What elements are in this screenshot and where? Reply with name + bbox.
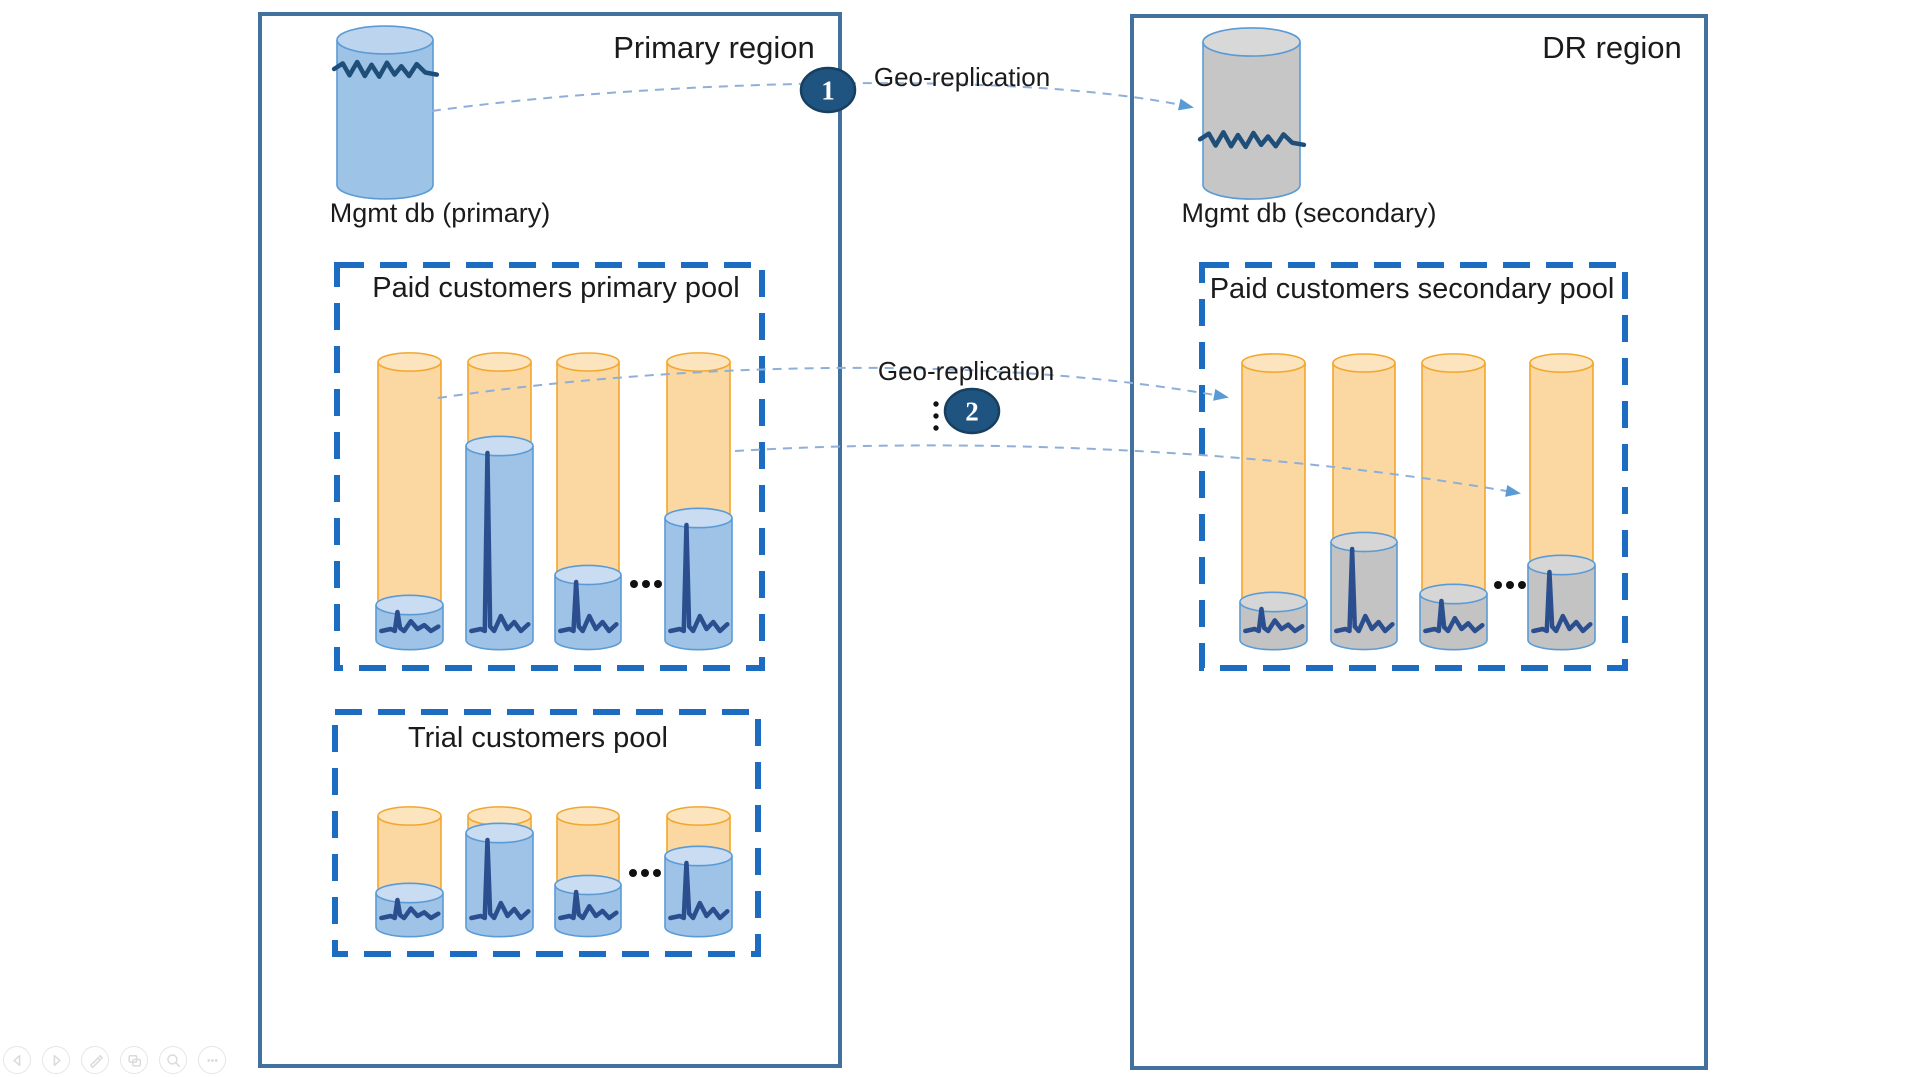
geo-replication-arrow-2a — [437, 366, 1229, 401]
paid-primary-pool-title: Paid customers primary pool — [372, 272, 739, 304]
paid-secondary-pool-ellipsis — [1494, 581, 1502, 589]
paid-secondary-pool-database-3-used-top — [1419, 583, 1488, 605]
trial-pool-database-2-used-top — [465, 822, 534, 844]
vertical-ellipsis-dot — [933, 425, 939, 431]
paid-primary-pool-database-4-used-top — [664, 507, 733, 529]
geo-replication-arrow-2b — [734, 444, 1521, 497]
mgmt-db-primary-label: Mgmt db (primary) — [330, 198, 551, 228]
paid-secondary-pool-database-4-used-body — [1527, 565, 1596, 651]
geo-replication-label-1: Geo-replication — [874, 62, 1050, 92]
paid-primary-pool-database-1-capacity-top — [377, 352, 442, 372]
paid-primary-pool-ellipsis — [642, 580, 650, 588]
primary-region-box — [258, 12, 842, 1068]
trial-pool-database-2-usage-sparkline — [469, 837, 531, 921]
chevron-left-icon — [12, 1054, 20, 1066]
trial-pool-database-3-usage-sparkline — [558, 889, 619, 921]
pen-icon — [89, 1054, 103, 1068]
paid-secondary-pool-database-1-usage-sparkline — [1243, 606, 1305, 634]
dr-region-box — [1130, 14, 1708, 1070]
step-badge-2-number: 2 — [965, 397, 979, 427]
see-all-slides-button[interactable] — [120, 1046, 148, 1074]
next-slide-button[interactable] — [42, 1046, 70, 1074]
vertical-ellipsis-dot — [933, 401, 939, 407]
mgmt-db-primary-wave — [331, 59, 440, 79]
trial-pool-database-3-capacity-top — [556, 806, 620, 826]
paid-secondary-pool-database-2-capacity-top — [1332, 353, 1396, 373]
paid-secondary-pool-ellipsis — [1518, 581, 1526, 589]
paid-primary-pool-database-3-used-body — [554, 575, 622, 651]
paid-primary-pool-ellipsis — [654, 580, 662, 588]
paid-secondary-pool-database-4-usage-sparkline — [1531, 569, 1593, 634]
paid-primary-pool-ellipsis — [630, 580, 638, 588]
mgmt-db-secondary-label: Mgmt db (secondary) — [1181, 198, 1436, 228]
paid-secondary-pool-database-2-used-body — [1330, 542, 1398, 651]
paid-secondary-pool-database-1-capacity-top — [1241, 353, 1306, 373]
trial-pool-ellipsis — [629, 869, 637, 877]
trial-pool-title: Trial customers pool — [408, 722, 668, 754]
paid-secondary-pool-database-3-usage-sparkline — [1423, 598, 1485, 634]
magnifier-icon — [166, 1053, 180, 1067]
pen-tools-button[interactable] — [81, 1046, 109, 1074]
trial-pool-ellipsis — [653, 869, 661, 877]
chevron-right-icon — [53, 1054, 61, 1066]
paid-primary-pool-database-2-usage-sparkline — [469, 450, 531, 634]
slides-grid-icon — [127, 1054, 141, 1067]
trial-pool-database-4-used-top — [664, 845, 733, 867]
trial-pool-ellipsis — [641, 869, 649, 877]
trial-pool-database-4-used-body — [664, 856, 733, 938]
paid-secondary-pool-database-3-capacity-top — [1421, 353, 1486, 373]
paid-secondary-pool-database-2-usage-sparkline — [1334, 546, 1395, 634]
paid-secondary-pool-database-2-used-top — [1330, 531, 1398, 553]
paid-primary-pool-database-1-used-top — [375, 594, 444, 616]
trial-pool-box — [332, 709, 761, 957]
paid-primary-pool-box — [334, 262, 765, 671]
paid-secondary-pool-database-4-capacity-top — [1529, 353, 1594, 373]
previous-slide-button[interactable] — [3, 1046, 31, 1074]
mgmt-db-secondary-wave — [1197, 129, 1307, 150]
mgmt-db-secondary-body — [1202, 42, 1301, 200]
paid-primary-pool-database-3-capacity-top — [556, 352, 620, 372]
vertical-ellipsis-dot — [933, 413, 939, 419]
geo-replication-label-2: Geo-replication — [878, 356, 1054, 386]
trial-pool-database-2-used-body — [465, 833, 534, 938]
paid-primary-pool-database-3-used-top — [554, 564, 622, 586]
zoom-slide-button[interactable] — [159, 1046, 187, 1074]
trial-pool-database-1-used-top — [375, 882, 444, 904]
ellipsis-icon — [206, 1058, 218, 1062]
trial-pool-database-1-used-body — [375, 893, 444, 938]
mgmt-db-primary-top — [336, 25, 434, 55]
paid-secondary-pool-ellipsis — [1506, 581, 1514, 589]
paid-primary-pool-database-1-used-body — [375, 605, 444, 651]
paid-primary-pool-database-2-capacity-top — [467, 352, 532, 372]
paid-primary-pool-database-1-usage-sparkline — [379, 609, 441, 634]
mgmt-db-secondary-top — [1202, 27, 1301, 57]
mgmt-db-primary-body — [336, 40, 434, 200]
step-badge-1 — [799, 66, 857, 114]
paid-secondary-pool-database-4-used-top — [1527, 554, 1596, 576]
paid-primary-pool-database-3-usage-sparkline — [558, 579, 619, 634]
paid-primary-pool-database-2-used-body — [465, 446, 534, 651]
paid-secondary-pool-box — [1199, 262, 1628, 671]
trial-pool-database-3-used-top — [554, 874, 622, 896]
paid-primary-pool-database-4-usage-sparkline — [668, 522, 730, 634]
trial-pool-database-4-usage-sparkline — [668, 860, 730, 921]
paid-primary-pool-database-4-capacity-top — [666, 352, 731, 372]
trial-pool-database-1-usage-sparkline — [379, 897, 441, 921]
primary-region-title: Primary region — [613, 30, 815, 65]
trial-pool-database-2-capacity-top — [467, 806, 532, 826]
step-badge-1-number: 1 — [821, 76, 835, 106]
dr-region-title: DR region — [1542, 30, 1682, 65]
paid-primary-pool-database-2-used-top — [465, 435, 534, 457]
paid-secondary-pool-database-1-used-top — [1239, 591, 1308, 613]
step-badge-2 — [943, 387, 1001, 435]
paid-secondary-pool-title: Paid customers secondary pool — [1210, 273, 1615, 305]
trial-pool-database-4-capacity-top — [666, 806, 731, 826]
more-options-button[interactable] — [198, 1046, 226, 1074]
paid-primary-pool-database-4-used-body — [664, 518, 733, 651]
presentation-toolbar — [3, 1046, 226, 1074]
trial-pool-database-1-capacity-top — [377, 806, 442, 826]
